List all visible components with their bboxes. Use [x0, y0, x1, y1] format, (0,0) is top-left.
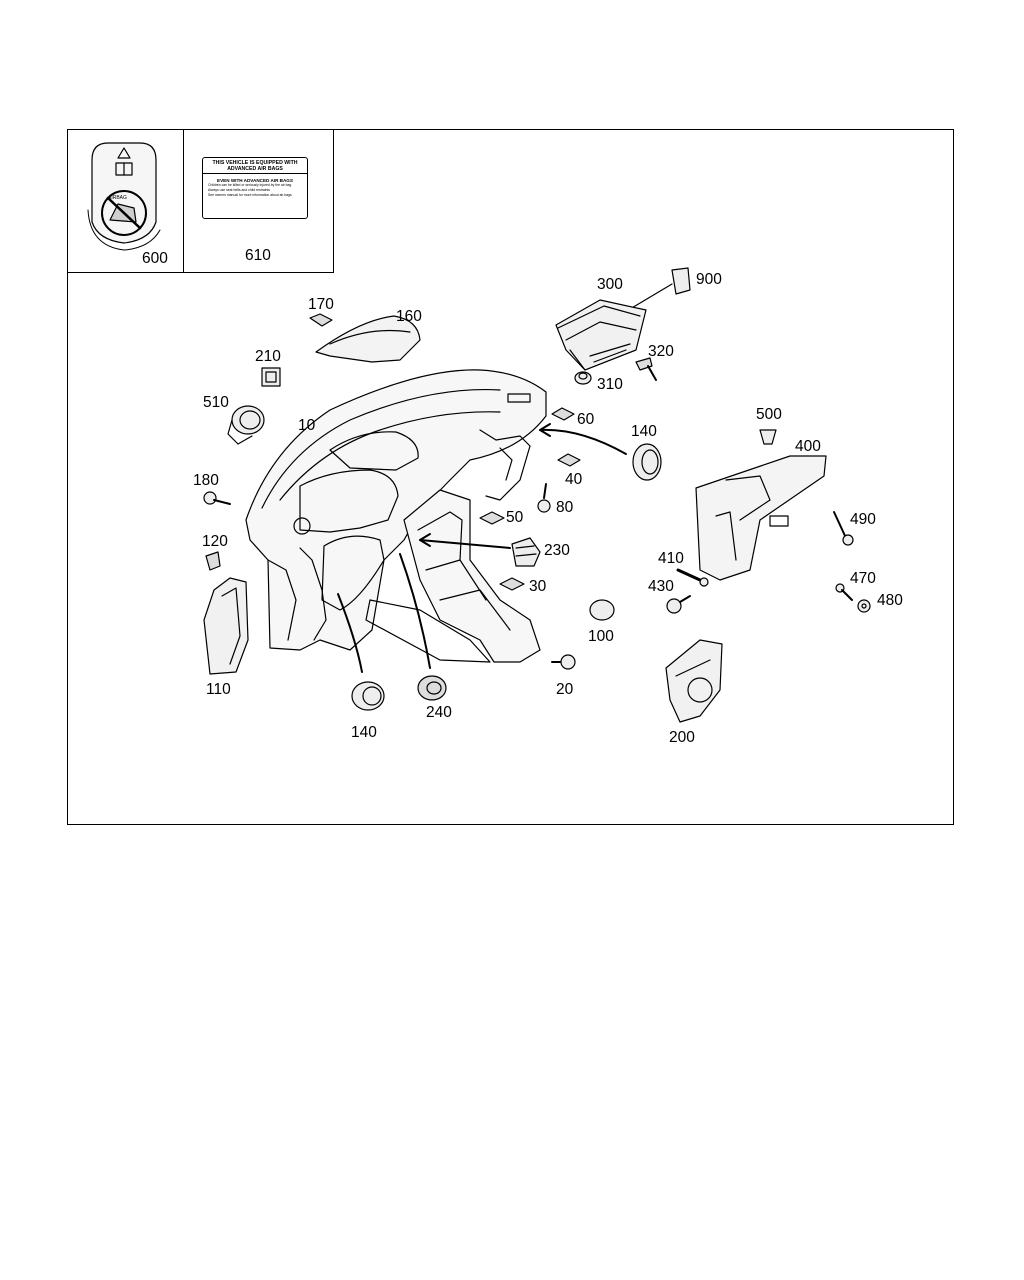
- clip-60: [551, 407, 575, 421]
- clip-500: [759, 429, 777, 445]
- sticker-line-1: THIS VEHICLE IS EQUIPPED WITH ADVANCED A…: [203, 158, 307, 174]
- callout-210: 210: [255, 348, 281, 365]
- arrow-to-230: [419, 539, 511, 549]
- arrow-to-240: [399, 553, 431, 669]
- nut-310: [574, 371, 592, 385]
- switch-210: [261, 367, 281, 387]
- sticker-bullet: See owners manual for more information a…: [208, 193, 292, 197]
- screw-320: [635, 357, 657, 381]
- label-900-part: [671, 267, 691, 295]
- airbag-label-text: AIRBAG: [108, 195, 127, 201]
- screw-20: [551, 654, 576, 670]
- arrow-to-140-upper: [539, 428, 627, 455]
- callout-400: 400: [795, 438, 821, 455]
- inset-divider: [183, 129, 184, 273]
- air-vent-510: [227, 405, 265, 445]
- screw-180: [203, 491, 231, 505]
- no-child-seat-icon: [101, 190, 147, 236]
- callout-610: 610: [245, 247, 271, 264]
- screw-470: [835, 583, 853, 601]
- callout-240: 240: [426, 704, 452, 721]
- callout-900: 900: [696, 271, 722, 288]
- clip-40: [557, 453, 581, 467]
- clip-30: [499, 577, 525, 591]
- diagram-frame: [67, 129, 954, 825]
- callout-300: 300: [597, 276, 623, 293]
- screw-490: [833, 511, 854, 546]
- sticker-bullets: Children can be killed or seriously inju…: [203, 183, 307, 198]
- callout-230: 230: [544, 542, 570, 559]
- clip-170: [309, 313, 333, 327]
- callout-200: 200: [669, 729, 695, 746]
- washer-480: [857, 599, 871, 613]
- callout-20: 20: [556, 681, 574, 698]
- ring-140-upper: [632, 443, 662, 481]
- callout-140-lower: 140: [351, 724, 377, 741]
- callout-510: 510: [203, 394, 229, 411]
- callout-100: 100: [588, 628, 614, 645]
- screw-430: [666, 595, 691, 614]
- ring-240: [417, 675, 447, 701]
- housing-200: [665, 639, 723, 723]
- clip-50: [479, 511, 505, 525]
- callout-110: 110: [206, 681, 231, 698]
- air-bag-info-sticker-610: THIS VEHICLE IS EQUIPPED WITH ADVANCED A…: [202, 157, 308, 219]
- callout-160: 160: [396, 308, 422, 325]
- sticker-line-2: EVEN WITH ADVANCED AIR BAGS: [217, 178, 293, 183]
- cover-160: [315, 315, 421, 363]
- arrow-to-140-lower: [337, 593, 363, 673]
- callout-600: 600: [142, 250, 168, 267]
- callout-80: 80: [556, 499, 574, 516]
- center-console: [365, 489, 541, 663]
- callout-50: 50: [506, 509, 524, 526]
- callout-180: 180: [193, 472, 219, 489]
- switch-230: [511, 537, 541, 567]
- label-inset-box: [67, 129, 334, 273]
- callout-430: 430: [648, 578, 674, 595]
- callout-490: 490: [850, 511, 876, 528]
- screw-80: [537, 483, 551, 513]
- sticker-bullet: Children can be killed or seriously inju…: [208, 183, 292, 187]
- cap-100: [589, 599, 615, 621]
- callout-10: 10: [298, 417, 316, 434]
- callout-120: 120: [202, 533, 228, 550]
- callout-500: 500: [756, 406, 782, 423]
- ring-140-lower: [351, 681, 385, 711]
- callout-310: 310: [597, 376, 623, 393]
- warning-triangle-icon: [117, 147, 131, 159]
- callout-170: 170: [308, 296, 334, 313]
- callout-410: 410: [658, 550, 684, 567]
- bolt-410: [676, 568, 709, 587]
- clip-120: [205, 551, 221, 571]
- callout-320: 320: [648, 343, 674, 360]
- callout-470: 470: [850, 570, 876, 587]
- passenger-airbag-300: [555, 267, 691, 371]
- side-cover-110: [203, 577, 249, 675]
- callout-40: 40: [565, 471, 583, 488]
- callout-140-upper: 140: [631, 423, 657, 440]
- airbag-warning-label-600: [87, 142, 161, 251]
- dashboard-10: [245, 369, 547, 651]
- callout-30: 30: [529, 578, 547, 595]
- callout-60: 60: [577, 411, 595, 428]
- callout-480: 480: [877, 592, 903, 609]
- glove-box-400: [695, 455, 827, 581]
- sticker-bullet: Always use seat belts and child restrain…: [208, 188, 271, 192]
